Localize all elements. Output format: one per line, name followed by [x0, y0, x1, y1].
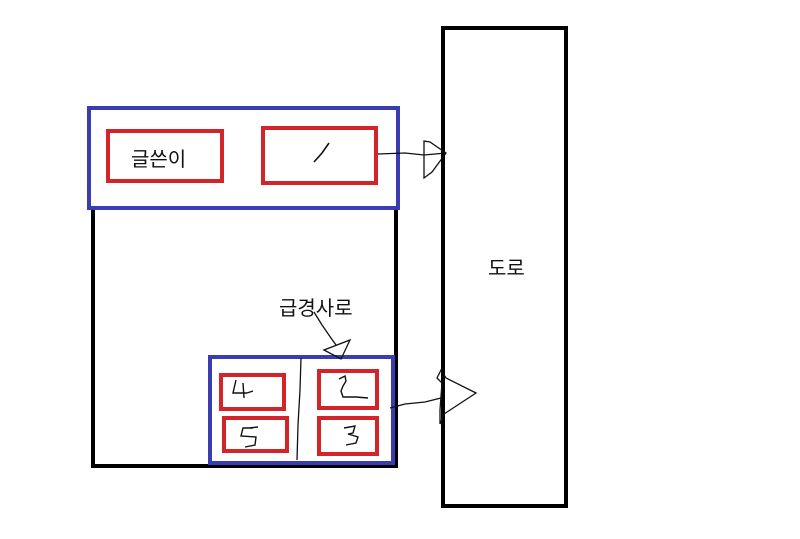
top-row-group	[87, 106, 400, 210]
handwritten-5	[240, 426, 259, 448]
handwritten-1-top	[313, 142, 330, 163]
bottom-divider	[296, 357, 302, 461]
bottom-arrow	[389, 368, 478, 425]
handwritten-4	[232, 379, 254, 399]
handwritten-3	[343, 425, 359, 446]
slope-arrow	[313, 311, 352, 360]
writer-label: 글쓴이	[131, 147, 187, 171]
parking-lot-outline	[91, 200, 398, 468]
spot-1-top	[261, 126, 378, 185]
road-rect	[441, 26, 568, 508]
spot-2	[317, 369, 379, 410]
spot-3	[317, 416, 379, 456]
spot-4	[219, 373, 286, 411]
top-arrow	[377, 140, 447, 180]
spot-5	[222, 416, 289, 453]
road-label: 도로	[488, 256, 525, 280]
writer-spot	[106, 129, 224, 183]
handwritten-2	[338, 374, 369, 399]
